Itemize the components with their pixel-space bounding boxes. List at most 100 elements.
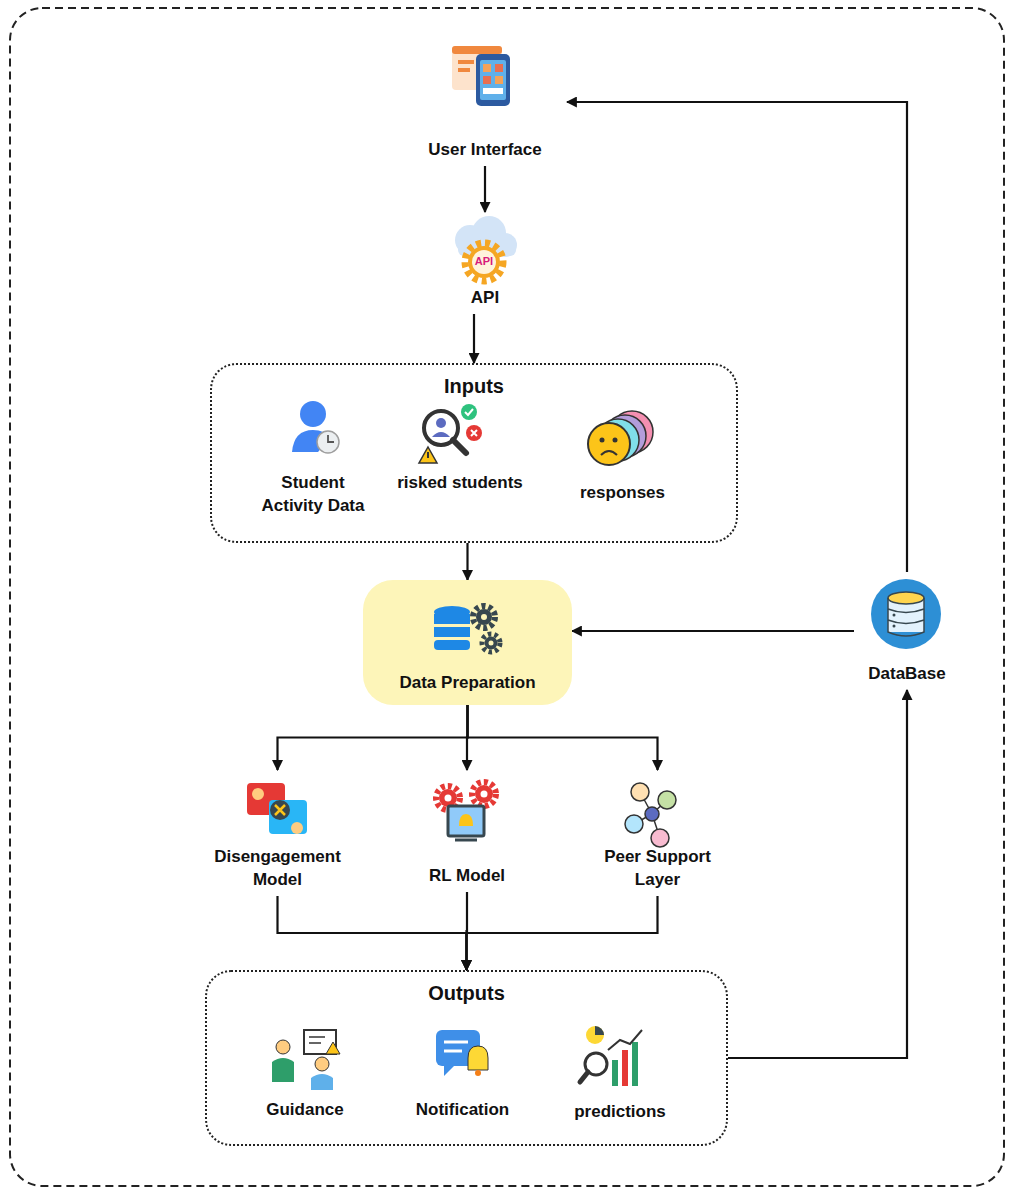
guidance-icon-part <box>311 1074 333 1090</box>
predictions-icon-part <box>622 1050 628 1086</box>
database-icon-part <box>893 614 896 617</box>
guidance-icon <box>272 1030 340 1090</box>
outer-frame <box>10 8 1004 1186</box>
ui-icon-part <box>458 60 474 64</box>
flow-arrow <box>465 892 468 970</box>
risked-students-icon-part <box>424 411 458 445</box>
input-item: risked students <box>383 400 537 499</box>
data-preparation-icon-part <box>473 606 495 628</box>
notification-icon-part <box>444 1041 468 1044</box>
guidance-icon-part <box>309 1036 325 1038</box>
ui-icon-part <box>495 64 503 72</box>
student-activity-icon-part <box>317 431 339 453</box>
database-icon-part <box>888 598 924 632</box>
risked-students-icon-part <box>466 425 482 441</box>
peer-support-icon-part <box>652 814 660 838</box>
data-preparation-icon <box>434 606 500 652</box>
node-label: API <box>437 287 533 310</box>
notification-icon <box>436 1030 488 1076</box>
node-label: DataBase <box>858 663 956 686</box>
ui-icon-part <box>483 64 491 72</box>
responses-icon-part <box>597 419 639 461</box>
rl-model-icon-part <box>481 791 488 798</box>
api-icon-part <box>468 246 500 278</box>
flow-arrow <box>278 896 467 970</box>
database-icon-part <box>893 625 896 628</box>
data-preparation-icon-part <box>434 606 470 618</box>
node-label: responses <box>562 482 683 505</box>
disengagement-icon-part <box>247 783 285 815</box>
node-label: risked students <box>387 472 533 495</box>
output-item: Notification <box>398 1012 527 1126</box>
notification-icon-part <box>436 1030 480 1066</box>
risked-students-icon-part <box>432 432 450 437</box>
database-icon-part <box>888 598 924 636</box>
disengagement-icon-part <box>252 788 264 800</box>
predictions-icon-part <box>585 1053 607 1075</box>
student-activity-icon-part <box>300 401 326 427</box>
rl-model-icon-part <box>448 806 484 836</box>
rl-model-icon <box>436 782 496 840</box>
responses-icon-part <box>604 415 646 457</box>
risked-students-icon-part <box>471 430 477 436</box>
ui-icon-part <box>483 88 503 94</box>
database-icon-part <box>888 592 924 604</box>
data-preparation-icon-part <box>434 640 470 650</box>
guidance-icon-part <box>304 1030 336 1054</box>
guidance-icon-part <box>272 1058 294 1082</box>
disengagement-icon <box>247 783 307 834</box>
model-node: Disengagement Model <box>193 770 362 896</box>
disengagement-icon-part <box>270 800 290 820</box>
node-label: Data Preparation <box>367 672 568 695</box>
flow-arrow <box>473 314 475 363</box>
api-icon-part <box>493 233 517 257</box>
predictions-icon-part <box>612 1060 618 1086</box>
ui-icon-part <box>452 46 502 90</box>
node-label: Notification <box>402 1099 523 1122</box>
student-activity-icon <box>292 401 339 453</box>
peer-support-icon-part <box>652 800 667 814</box>
rl-model-icon-part <box>455 839 477 842</box>
model-node: Peer Support Layer <box>593 770 722 896</box>
ui-icon-part <box>476 54 510 106</box>
peer-support-icon-part <box>658 791 676 809</box>
risked-students-icon-part <box>427 452 429 458</box>
flow-arrow <box>572 630 854 632</box>
input-item: Student Activity Data <box>248 400 378 522</box>
notification-icon-part <box>444 1050 462 1053</box>
output-item: Guidance <box>248 1012 362 1126</box>
guidance-icon-part <box>309 1042 321 1044</box>
predictions-icon-part <box>586 1026 604 1044</box>
peer-support-icon <box>625 783 676 847</box>
api-icon-part <box>465 243 503 281</box>
responses-icon-part <box>601 451 617 455</box>
peer-support-icon-part <box>645 807 659 821</box>
model-node: RL Model <box>415 770 519 892</box>
peer-support-icon-part <box>634 814 652 824</box>
guidance-icon-part <box>326 1042 340 1054</box>
database-node: DataBase <box>854 572 960 690</box>
risked-students-icon-part <box>461 404 477 420</box>
disengagement-icon-part <box>275 805 285 815</box>
risked-students-icon <box>419 404 482 463</box>
student-activity-icon-part <box>292 430 330 452</box>
flow-arrow <box>278 705 468 770</box>
ui-icon-part <box>452 46 502 54</box>
student-activity-icon-part <box>328 435 334 442</box>
node-label: predictions <box>562 1101 678 1124</box>
peer-support-icon-part <box>651 829 669 847</box>
risked-students-icon-part <box>436 418 446 428</box>
node-label: Peer Support Layer <box>597 846 718 892</box>
flow-arrow <box>728 690 907 1058</box>
flow-arrow <box>468 705 658 770</box>
flow-arrow <box>466 543 468 580</box>
guidance-icon-part <box>276 1040 290 1054</box>
ui-icon-part <box>480 60 506 100</box>
notification-icon-part <box>475 1070 481 1076</box>
output-group: OutputsGuidanceNotificationpredictions <box>205 970 728 1146</box>
data-preparation-icon-part <box>485 637 498 650</box>
disengagement-icon-part <box>269 800 307 834</box>
rl-model-icon-part <box>472 782 496 806</box>
node-label: RL Model <box>419 865 515 888</box>
responses-icon-part <box>600 438 605 443</box>
